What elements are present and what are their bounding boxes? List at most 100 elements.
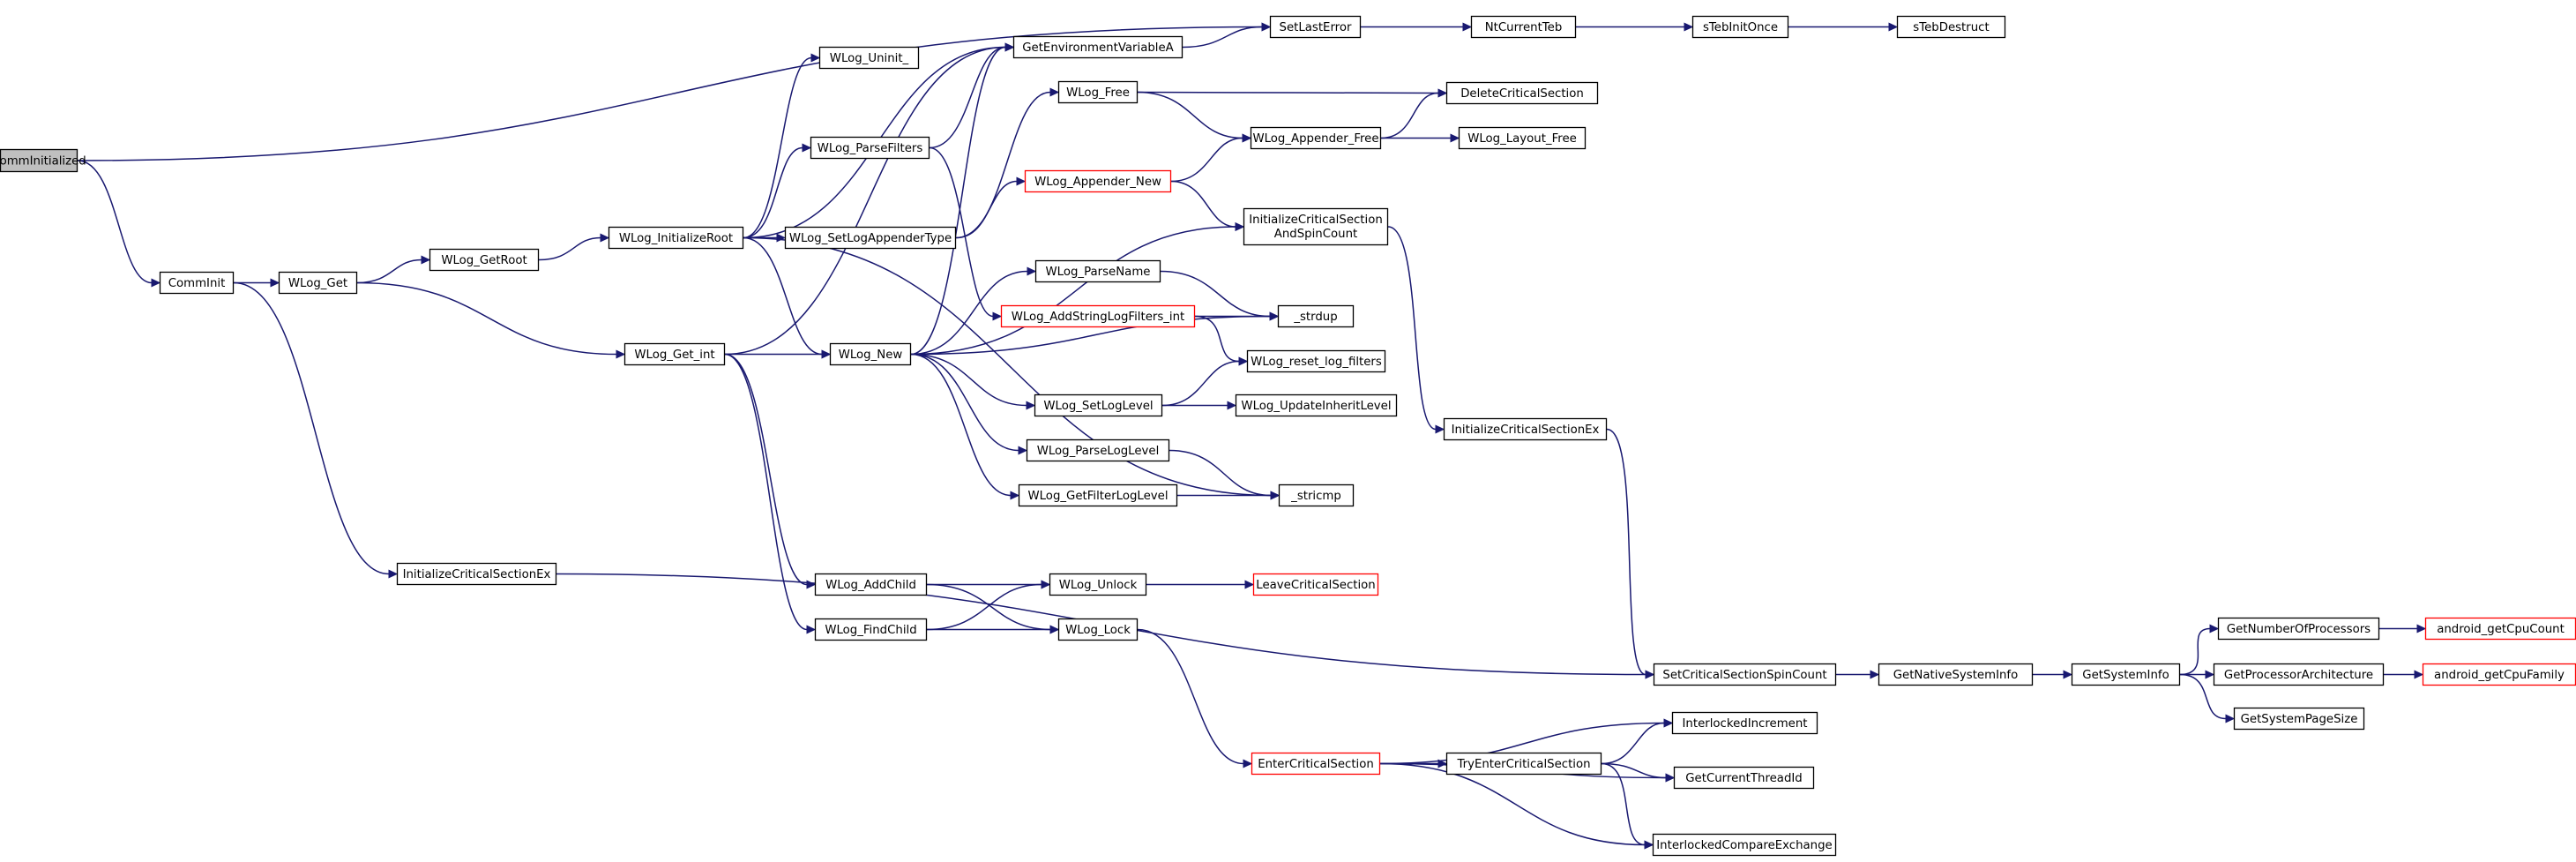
node-label: CommInitialized <box>0 155 86 169</box>
node-box <box>1470 15 1577 39</box>
node-label: WLog_Get <box>288 277 347 290</box>
edge-trycs-to-getcurrentthreadid <box>1601 762 1676 783</box>
edge-setcs_spin-to-getnativesysinfo <box>1836 670 1880 679</box>
node-box <box>1673 766 1815 790</box>
node-layer: CommInitializedCommInitInitializeCritica… <box>0 15 2576 857</box>
edge-wlog_new-to-wlog_getfilterloglevel <box>910 353 1020 500</box>
node-steb-initonce[interactable]: sTebInitOnce <box>1691 15 1789 39</box>
edge-arrowhead <box>2225 714 2236 723</box>
node-box <box>1024 169 1172 193</box>
node-wlog-unlock[interactable]: WLog_Unlock <box>1049 573 1147 596</box>
node-wlog-setloglevel[interactable]: WLog_SetLogLevel <box>1034 394 1163 417</box>
node-getprocarch[interactable]: GetProcessorArchitecture <box>2213 663 2385 686</box>
node-steb-destruct[interactable]: sTebDestruct <box>1896 15 2006 39</box>
edge-arrowhead <box>1004 42 1015 52</box>
node-box <box>1443 417 1608 441</box>
node-wlog-get[interactable]: WLog_Get <box>278 271 358 295</box>
edge-getenv-to-setlasterror <box>1182 22 1272 49</box>
node-wlog-appender-new[interactable]: WLog_Appender_New <box>1024 169 1172 193</box>
node-wlog-getfilterloglevel[interactable]: WLog_GetFilterLogLevel <box>1018 483 1178 507</box>
node-interlockedinc[interactable]: InterlockedIncrement <box>1671 711 1818 735</box>
edge-arrowhead <box>1663 718 1674 728</box>
node-label: _stricmp <box>1290 490 1341 503</box>
node-wlog-initroot[interactable]: WLog_InitializeRoot <box>608 226 744 250</box>
edge-getprocarch-to-android_cpufamily <box>2384 670 2424 679</box>
node-wlog-new[interactable]: WLog_New <box>829 342 912 366</box>
edge-arrowhead <box>1644 840 1654 850</box>
node-android-cpufamily[interactable]: android_getCpuFamily <box>2422 663 2576 686</box>
node-initcs-ex-right[interactable]: InitializeCriticalSectionEx <box>1443 417 1608 441</box>
node-box <box>2233 707 2365 731</box>
edge-arrowhead <box>1227 401 1237 410</box>
edge-initcs_ex_right-to-setcs_spin <box>1606 428 1655 679</box>
node-entercs[interactable]: EnterCriticalSection <box>1251 752 1381 776</box>
node-getsysinfo[interactable]: GetSystemInfo <box>2071 663 2181 686</box>
edge-arrowhead <box>2063 670 2073 679</box>
node-wlog-get-int[interactable]: WLog_Get_int <box>623 342 726 366</box>
edge-line <box>743 146 803 239</box>
node-label: InitializeCriticalSection <box>1249 214 1383 227</box>
node-label: InterlockedCompareExchange <box>1656 839 1833 852</box>
node-wlog-addchild[interactable]: WLog_AddChild <box>814 573 928 596</box>
edge-getsysinfo-to-getnumproc <box>2179 624 2220 676</box>
node-stricmp[interactable]: _stricmp <box>1278 483 1355 507</box>
node-box <box>1878 663 2034 686</box>
node-wlog-updateinherit[interactable]: WLog_UpdateInheritLevel <box>1235 394 1398 417</box>
node-wlog-parsename[interactable]: WLog_ParseName <box>1034 259 1161 283</box>
edge-wlog_new-to-wlog_parseloglevel <box>910 353 1028 455</box>
node-comminit[interactable]: CommInit <box>159 271 235 295</box>
edge-arrowhead <box>151 278 161 288</box>
node-box <box>1445 81 1599 105</box>
edge-line <box>1137 91 1243 139</box>
node-leavecs[interactable]: LeaveCriticalSection <box>1252 573 1379 596</box>
node-ntcurrentteb[interactable]: NtCurrentTeb <box>1470 15 1577 39</box>
node-getcurrentthreadid[interactable]: GetCurrentThreadId <box>1673 766 1815 790</box>
edge-getnativesysinfo-to-getsysinfo <box>2033 670 2073 679</box>
node-wlog-parsefilters[interactable]: WLog_ParseFilters <box>810 136 930 160</box>
node-wlog-uninit[interactable]: WLog_Uninit_ <box>818 46 920 70</box>
edge-arrowhead <box>1888 22 1899 32</box>
node-wlog-reset-filters[interactable]: WLog_reset_log_filters <box>1246 349 1386 373</box>
edge-arrowhead <box>2205 670 2215 679</box>
edge-line <box>1380 92 1439 139</box>
node-interlockedcmpx[interactable]: InterlockedCompareExchange <box>1652 833 1837 857</box>
node-trycs[interactable]: TryEnterCriticalSection <box>1445 752 1602 776</box>
node-wlog-free[interactable]: WLog_Free <box>1057 80 1139 104</box>
node-box <box>1896 15 2006 39</box>
node-wlog-parseloglevel[interactable]: WLog_ParseLogLevel <box>1026 438 1170 462</box>
edge-arrowhead <box>1010 491 1020 500</box>
node-wlog-setlogappendertype[interactable]: WLog_SetLogAppenderType <box>784 226 957 250</box>
node-wlog-findchild[interactable]: WLog_FindChild <box>814 618 928 641</box>
edge-arrowhead <box>1041 580 1051 589</box>
node-setcs-spin[interactable]: SetCriticalSectionSpinCount <box>1653 663 1837 686</box>
node-wlog-layout-free[interactable]: WLog_Layout_Free <box>1458 126 1587 150</box>
node-label: WLog_Unlock <box>1059 579 1138 592</box>
edge-arrowhead <box>600 233 610 243</box>
edge-line <box>910 46 1006 356</box>
node-android-cpucount[interactable]: android_getCpuCount <box>2424 617 2576 641</box>
node-getenv[interactable]: GetEnvironmentVariableA <box>1012 35 1183 59</box>
node-box <box>1251 752 1381 776</box>
node-comminit-root[interactable]: CommInitialized <box>0 148 86 173</box>
node-wlog-lock[interactable]: WLog_Lock <box>1057 618 1139 641</box>
node-label: GetNumberOfProcessors <box>2227 623 2371 636</box>
node-getnativesysinfo[interactable]: GetNativeSystemInfo <box>1878 663 2034 686</box>
node-deletecs[interactable]: DeleteCriticalSection <box>1445 81 1599 105</box>
edge-arrowhead <box>992 311 1003 321</box>
node-wlog-addstringfilters[interactable]: WLog_AddStringLogFilters_int <box>1000 304 1196 328</box>
node-label: GetEnvironmentVariableA <box>1022 41 1174 55</box>
node-wlog-getroot[interactable]: WLog_GetRoot <box>429 248 540 272</box>
node-setlasterror[interactable]: SetLastError <box>1269 15 1362 39</box>
node-box <box>1445 752 1602 776</box>
node-getnumproc[interactable]: GetNumberOfProcessors <box>2217 617 2380 641</box>
node-box <box>2213 663 2385 686</box>
node-getsyspagesize[interactable]: GetSystemPageSize <box>2233 707 2365 731</box>
edge-line <box>926 583 1051 631</box>
node-label: SetCriticalSectionSpinCount <box>1662 669 1826 682</box>
node-initcs-ex-left[interactable]: InitializeCriticalSectionEx <box>396 562 557 586</box>
node-strdup[interactable]: _strdup <box>1277 304 1355 328</box>
edge-arrowhead <box>1238 356 1249 366</box>
edge-wlog_getfilterloglevel-to-stricmp <box>1176 491 1281 500</box>
node-wlog-appender-free[interactable]: WLog_Appender_Free <box>1250 126 1382 150</box>
